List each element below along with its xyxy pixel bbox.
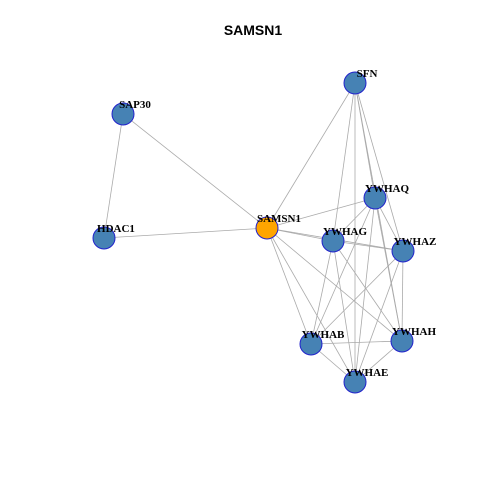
node-samsn1: SAMSN1	[255, 213, 301, 240]
diagram-title: SAMSN1	[224, 22, 283, 38]
node-ywhae: YWHAE	[343, 367, 389, 394]
node-circle-ywhaz	[391, 239, 415, 263]
node-ywhag: YWHAG	[321, 226, 367, 253]
node-label-ywhab: YWHAB	[302, 329, 345, 341]
edge-ywhag-ywhaz	[332, 240, 404, 252]
edge-ywhaq-ywhah	[374, 197, 403, 342]
edge-ywhab-ywhah	[310, 340, 403, 345]
edge-sfn-ywhaz	[354, 82, 404, 252]
edge-ywhaq-ywhab	[310, 197, 376, 345]
edge-ywhag-ywhae	[332, 240, 356, 383]
node-label-sfn: SFN	[357, 68, 378, 80]
node-circle-ywhae	[343, 370, 367, 394]
edge-ywhaz-ywhae	[354, 250, 404, 383]
node-label-sap30: SAP30	[119, 99, 151, 111]
edge-samsn1-ywhab	[266, 227, 312, 345]
node-ywhaz: YWHAZ	[391, 236, 437, 263]
edge-hdac1-samsn1	[103, 227, 268, 239]
edge-ywhaq-ywhae	[354, 197, 376, 383]
node-label-ywhag: YWHAG	[323, 226, 367, 238]
node-circle-sap30	[111, 102, 135, 126]
edge-ywhag-ywhab	[310, 240, 334, 345]
node-sfn: SFN	[343, 68, 378, 95]
node-ywhab: YWHAB	[299, 329, 345, 356]
edge-sfn-ywhag	[332, 82, 356, 242]
node-label-ywhaz: YWHAZ	[394, 236, 437, 248]
edge-ywhaz-ywhah	[401, 250, 404, 342]
node-ywhah: YWHAH	[390, 326, 436, 353]
edge-sap30-hdac1	[103, 113, 124, 239]
node-sap30: SAP30	[111, 99, 151, 126]
node-circle-samsn1	[255, 216, 279, 240]
node-label-samsn1: SAMSN1	[257, 213, 301, 225]
edge-samsn1-ywhaq	[266, 197, 376, 229]
edge-samsn1-ywhae	[266, 227, 356, 383]
node-circle-hdac1	[92, 226, 116, 250]
edge-samsn1-ywhah	[266, 227, 403, 342]
node-circle-ywhaq	[363, 186, 387, 210]
edge-ywhaz-ywhab	[310, 250, 404, 345]
node-hdac1: HDAC1	[92, 223, 135, 250]
node-ywhaq: YWHAQ	[363, 183, 409, 210]
node-label-hdac1: HDAC1	[97, 223, 135, 235]
node-circle-ywhag	[321, 229, 345, 253]
node-label-ywhaq: YWHAQ	[365, 183, 409, 195]
edge-sap30-samsn1	[122, 113, 268, 229]
node-label-ywhae: YWHAE	[346, 367, 389, 379]
edge-samsn1-sfn	[266, 82, 356, 229]
node-circle-sfn	[343, 71, 367, 95]
node-circle-ywhah	[390, 329, 414, 353]
edge-ywhag-ywhah	[332, 240, 403, 342]
node-circle-ywhab	[299, 332, 323, 356]
node-label-ywhah: YWHAH	[392, 326, 436, 338]
